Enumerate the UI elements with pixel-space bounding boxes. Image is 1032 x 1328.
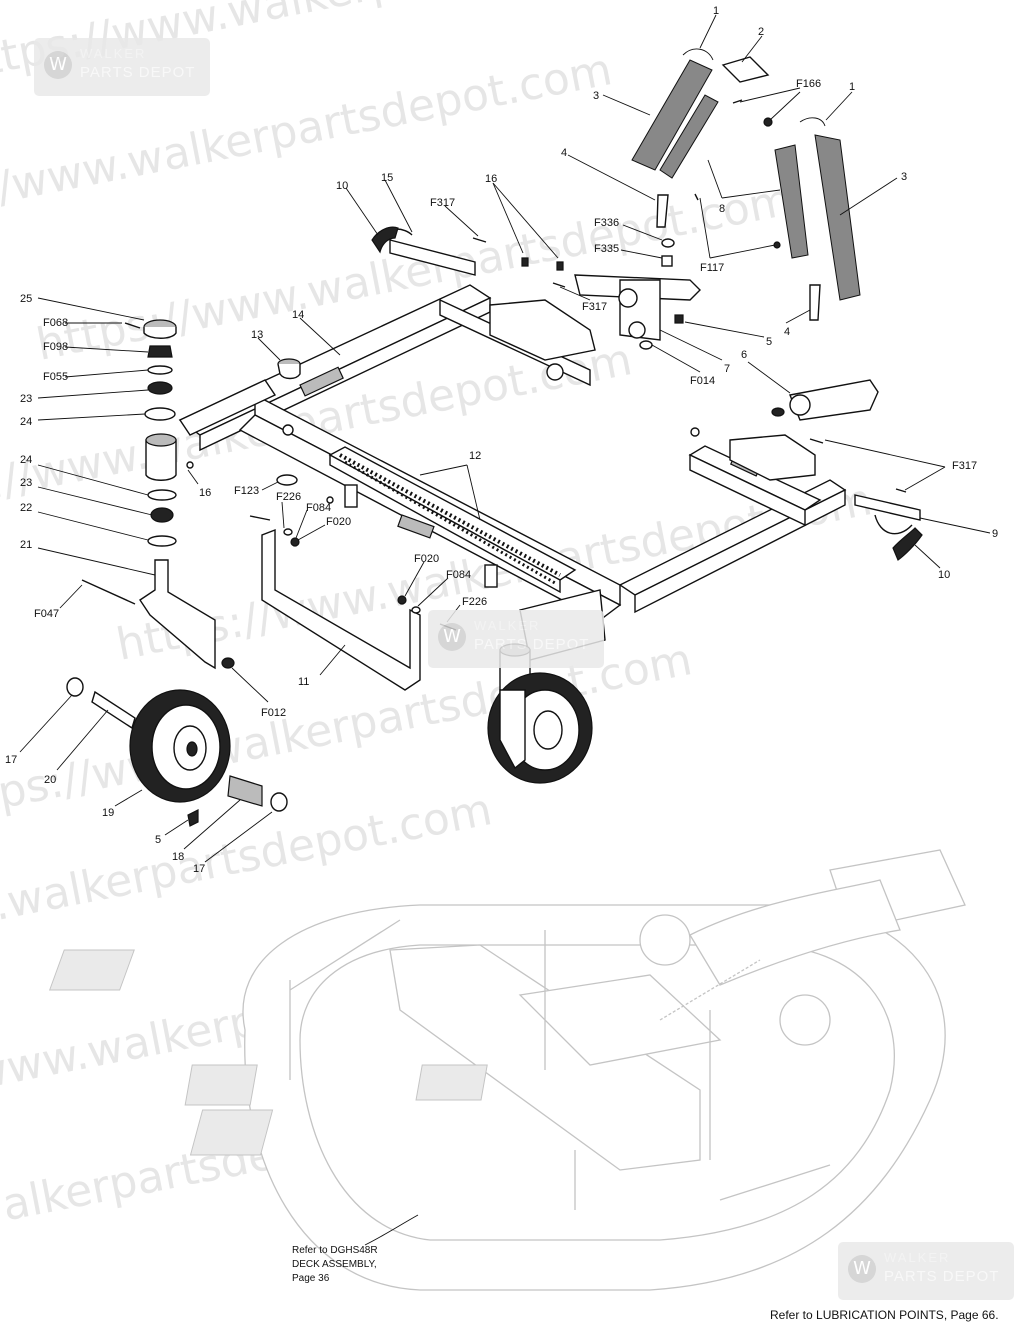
callout-label: F020 [414,553,439,565]
callout-label: 14 [292,309,304,321]
callout-label: 3 [901,171,907,183]
leader-lines [19,14,991,1246]
callout-label: 6 [741,349,747,361]
badge-line-1: WALKER [474,618,541,633]
callout-label: 17 [5,754,17,766]
callout-label: 23 [20,393,32,405]
callout-label: F047 [34,608,59,620]
callout-label: 18 [172,851,184,863]
callout-label: 4 [561,147,567,159]
callout-label: 16 [199,487,211,499]
callout-label: 22 [20,502,32,514]
callout-label: 24 [20,454,32,466]
callout-label: F068 [43,317,68,329]
deck-assembly-outline [48,849,966,1291]
main-frame [178,284,847,661]
badge-line-1: WALKER [80,46,147,61]
watermark-badge: W WALKER PARTS DEPOT [34,38,210,96]
callout-label: F226 [276,491,301,503]
callout-label: 12 [469,450,481,462]
left-caster-spindle-group [81,319,235,670]
callout-label: F226 [462,596,487,608]
callout-label: 10 [938,569,950,581]
callout-label: 10 [336,180,348,192]
spring-assembly [631,48,861,321]
callout-label: F014 [690,375,715,387]
callout-label: 19 [102,807,114,819]
callout-label: F084 [306,502,331,514]
callout-label: F084 [446,569,471,581]
walker-logo-icon: W [438,623,466,651]
callout-label: 16 [485,173,497,185]
callout-label: F123 [234,485,259,497]
callout-label: 15 [381,172,393,184]
callout-label: 11 [298,676,309,688]
callout-label: 2 [758,26,764,38]
callout-label: F317 [430,197,455,209]
callout-label: 25 [20,293,32,305]
callout-label: F055 [43,371,68,383]
watermark-badge: W WALKER PARTS DEPOT [428,610,604,668]
deck-ref-line-1: Refer to DGHS48R [292,1245,378,1256]
front-wheel-exploded [66,677,288,827]
callout-label: 9 [992,528,998,540]
callout-labels: 1 2 F166 1 3 3 4 8 F336 F335 F117 4 10 1… [5,5,998,875]
deck-ref-line-2: DECK ASSEMBLY, [292,1259,377,1270]
callout-label: 1 [849,81,855,93]
callout-label: F098 [43,341,68,353]
callout-label: F336 [594,217,619,229]
callout-label: 1 [713,5,719,17]
lubrication-reference-note: Refer to LUBRICATION POINTS, Page 66. [770,1308,999,1322]
lift-arm-assembly [277,226,923,561]
callout-label: 5 [155,834,161,846]
callout-label: 3 [593,90,599,102]
callout-label: 21 [20,539,32,551]
walker-logo-icon: W [848,1255,876,1283]
callout-label: 8 [719,203,725,215]
deck-ref-line-3: Page 36 [292,1273,330,1284]
badge-line-2: PARTS DEPOT [884,1268,1000,1285]
callout-label: F317 [952,460,977,472]
walker-logo-icon: W [44,51,72,79]
badge-line-1: WALKER [884,1250,951,1265]
callout-label: F117 [700,262,724,274]
badge-line-2: PARTS DEPOT [474,636,590,653]
callout-label: F020 [326,516,351,528]
callout-label: 4 [784,326,790,338]
callout-label: F012 [261,707,286,719]
watermark-badge: W WALKER PARTS DEPOT [838,1242,1014,1300]
callout-label: 23 [20,477,32,489]
callout-label: 17 [193,863,205,875]
callout-label: 7 [724,363,730,375]
callout-label: 13 [251,329,263,341]
callout-label: F335 [594,243,619,255]
callout-label: 20 [44,774,56,786]
callout-label: F317 [582,301,607,313]
deck-assembly-reference-note: Refer to DGHS48R DECK ASSEMBLY, Page 36 [292,1244,422,1286]
callout-label: 24 [20,416,32,428]
callout-label: 5 [766,336,772,348]
badge-line-2: PARTS DEPOT [80,64,196,81]
callout-label: F166 [796,78,821,90]
